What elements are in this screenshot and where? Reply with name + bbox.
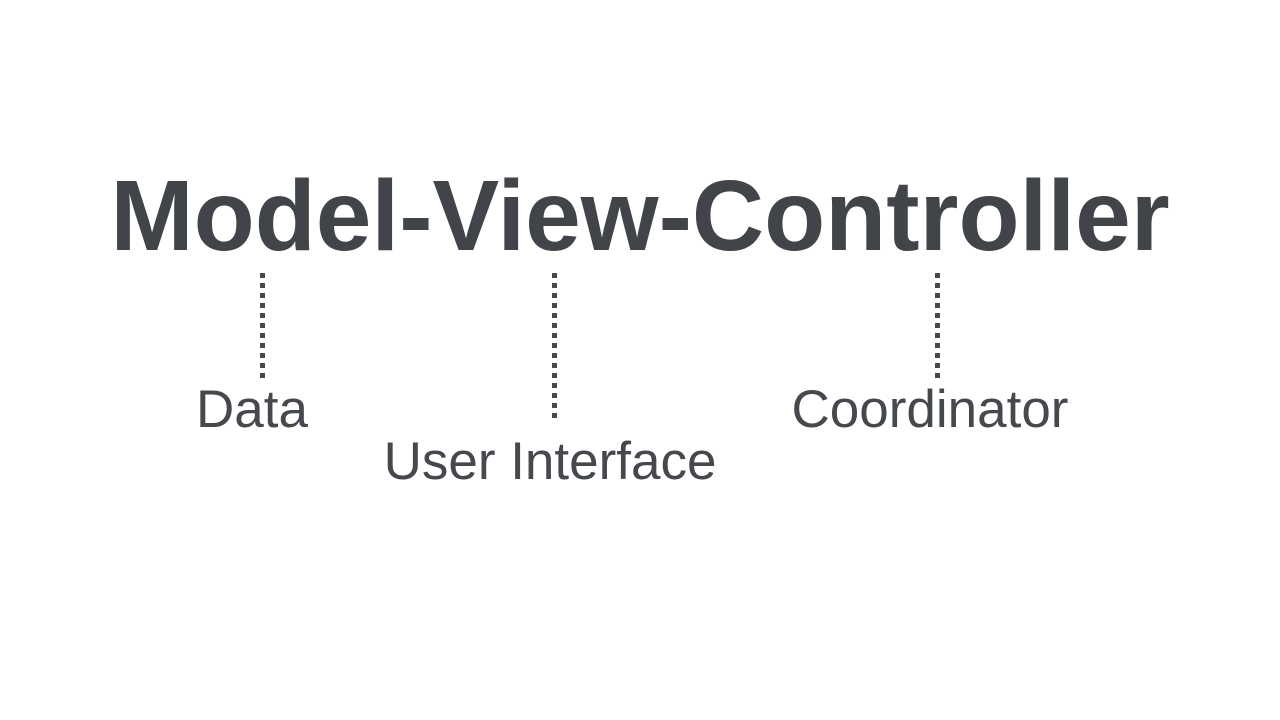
annotation-label-model: Data <box>196 380 308 439</box>
dotted-connector-controller <box>935 273 940 379</box>
dotted-connector-view <box>552 273 557 421</box>
slide-title: Model-View-Controller <box>110 160 1170 272</box>
dotted-connector-model <box>260 273 265 379</box>
annotation-label-view: User Interface <box>383 432 717 491</box>
annotation-label-controller: Coordinator <box>791 380 1069 439</box>
